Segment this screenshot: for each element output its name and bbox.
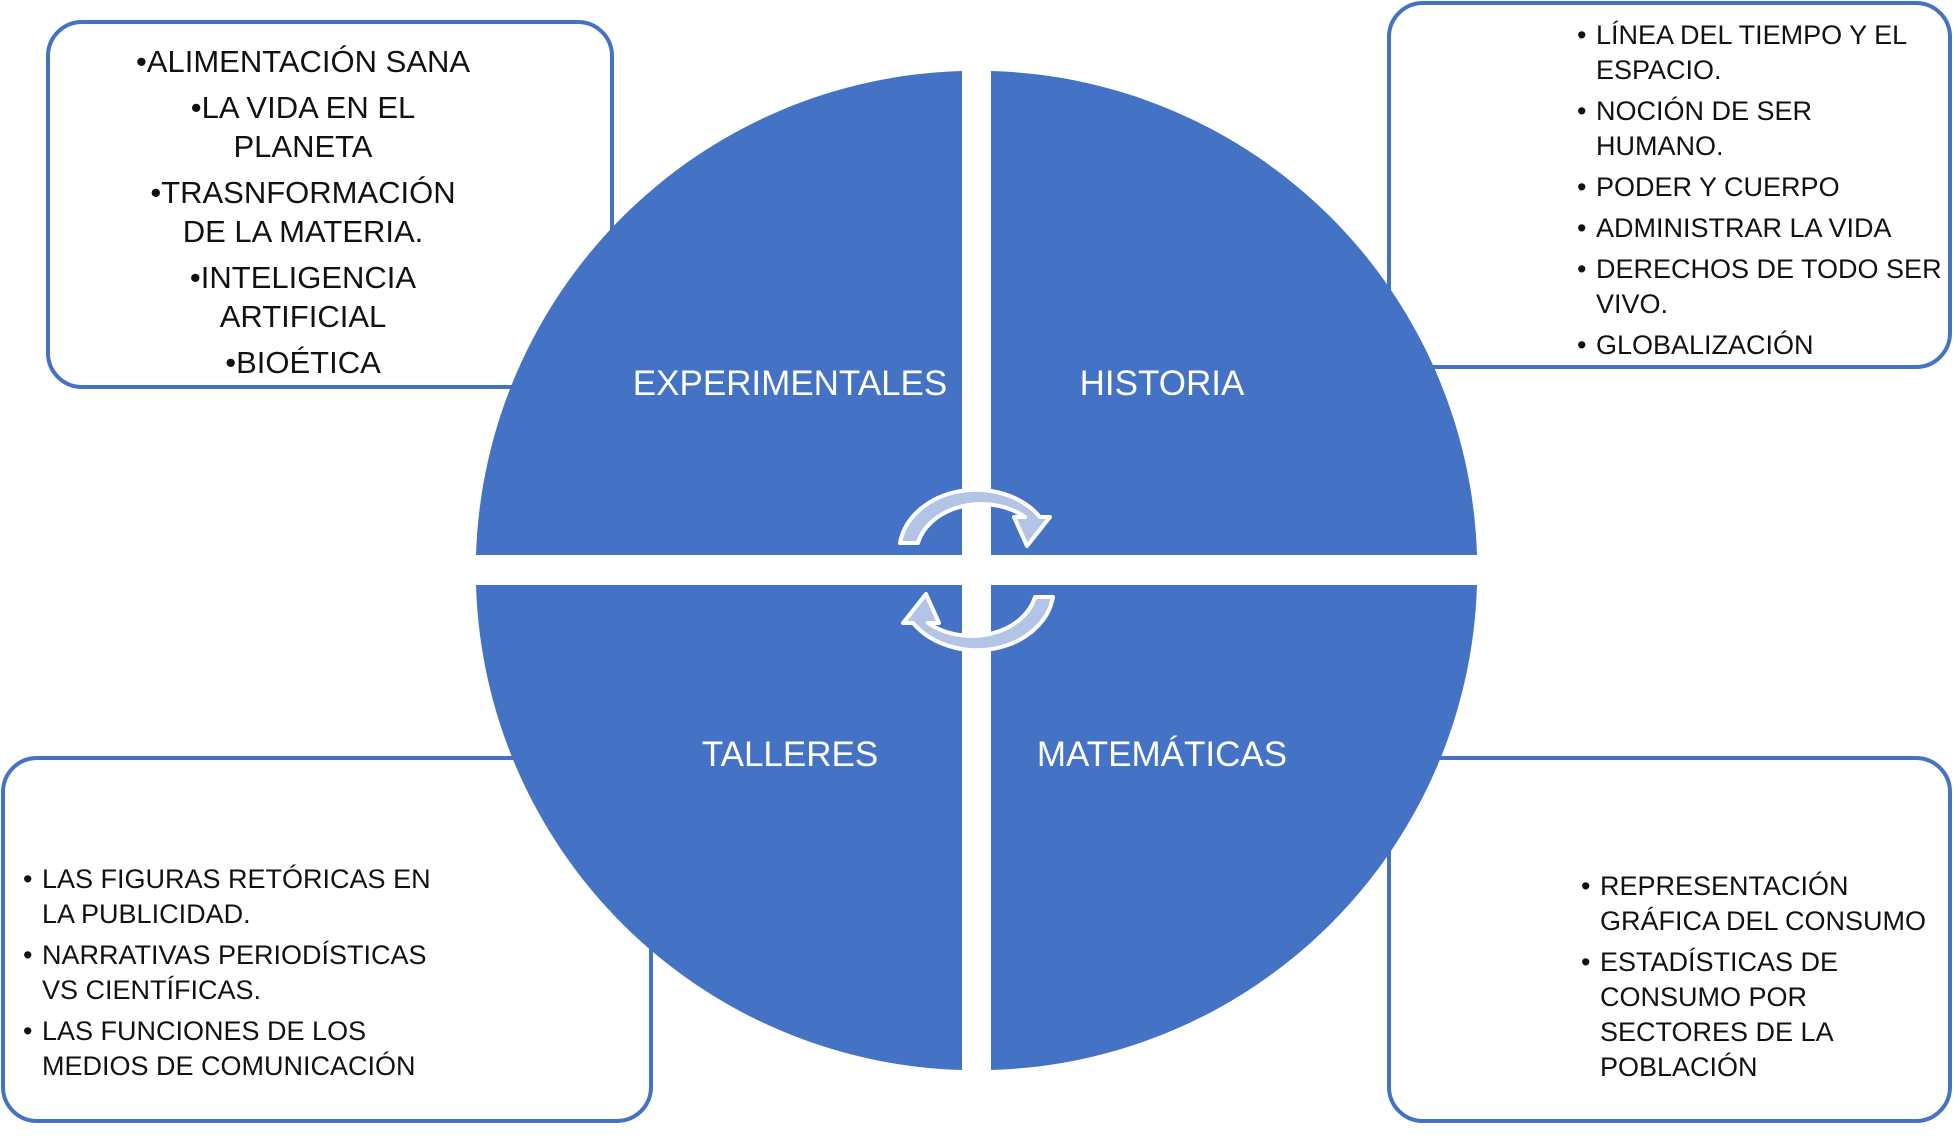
- list-item: ADMINISTRAR LA VIDA: [1577, 211, 1946, 246]
- callout-box-top-left: [46, 20, 614, 389]
- list-item: •LA VIDA EN EL PLANETA: [190, 90, 416, 164]
- list-item: GLOBALIZACIÓN: [1577, 328, 1946, 363]
- list-item: LAS FUNCIONES DE LOS MEDIOS DE COMUNICAC…: [23, 1014, 442, 1084]
- quadrant-label-talleres: TALLERES: [702, 735, 878, 774]
- topics-list: LAS FIGURAS RETÓRICAS EN LA PUBLICIDAD. …: [23, 862, 442, 1090]
- cycle-arrow-top-icon: [898, 487, 1052, 548]
- quadrant-experimentales: [476, 71, 962, 555]
- topics-experimentales: •ALIMENTACIÓN SANA •LA VIDA EN EL PLANET…: [48, 22, 612, 387]
- list-item: NARRATIVAS PERIODÍSTICAS VS CIENTÍFICAS.: [23, 938, 442, 1008]
- list-item: DERECHOS DE TODO SER VIVO.: [1577, 252, 1946, 322]
- list-item: •INTELIGENCIA ARTIFICIAL: [189, 260, 417, 334]
- list-item: LÍNEA DEL TIEMPO Y EL ESPACIO.: [1577, 18, 1946, 88]
- list-item: •BIOÉTICA: [225, 345, 381, 380]
- quadrant-label-matematicas: MATEMÁTICAS: [1037, 735, 1287, 774]
- quadrant-label-historia: HISTORIA: [1080, 364, 1245, 403]
- list-item: REPRESENTACIÓN GRÁFICA DEL CONSUMO: [1581, 869, 1940, 939]
- list-item: •ALIMENTACIÓN SANA: [135, 44, 471, 79]
- list-item: NOCIÓN DE SER HUMANO.: [1577, 94, 1946, 164]
- topics-list: LÍNEA DEL TIEMPO Y EL ESPACIO. NOCIÓN DE…: [1577, 18, 1946, 369]
- quadrant-label-experimentales: EXPERIMENTALES: [633, 364, 947, 403]
- topics-list: •ALIMENTACIÓN SANA •LA VIDA EN EL PLANET…: [68, 42, 538, 389]
- quadrant-matematicas: [991, 585, 1477, 1070]
- list-item: •TRASNFORMACIÓN DE LA MATERIA.: [150, 175, 456, 249]
- list-item: PODER Y CUERPO: [1577, 170, 1946, 205]
- list-item: ESTADÍSTICAS DE CONSUMO POR SECTORES DE …: [1581, 945, 1940, 1085]
- list-item: LAS FIGURAS RETÓRICAS EN LA PUBLICIDAD.: [23, 862, 442, 932]
- topics-list: REPRESENTACIÓN GRÁFICA DEL CONSUMO ESTAD…: [1581, 869, 1940, 1091]
- cycle-arrow-bottom-icon: [901, 592, 1055, 653]
- quadrant-historia: [991, 71, 1477, 555]
- quadrant-talleres: [476, 585, 962, 1070]
